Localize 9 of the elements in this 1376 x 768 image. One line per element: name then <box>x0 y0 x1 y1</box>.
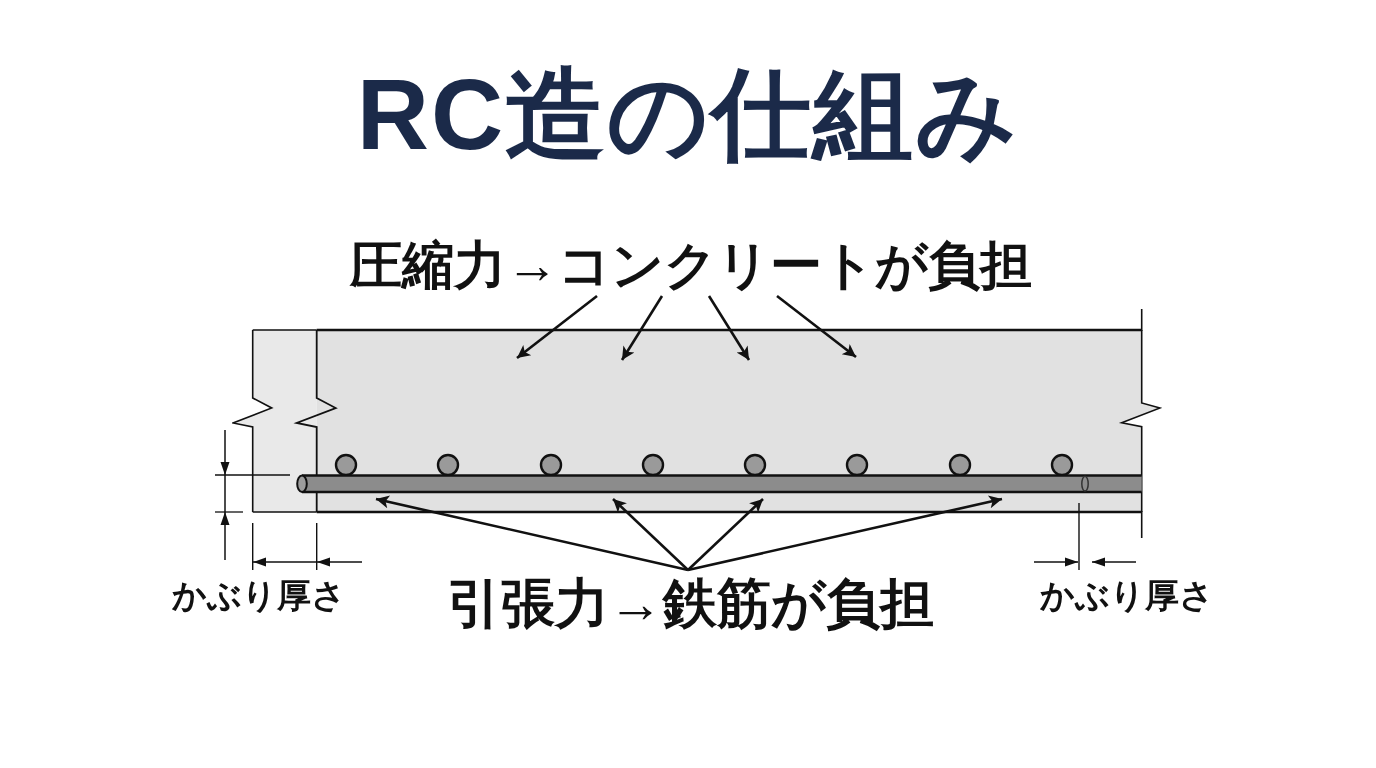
dimension-label: かぶり厚さ <box>1039 575 1215 616</box>
arrow <box>612 498 689 571</box>
dimension-label: かぶり厚さ <box>171 575 347 616</box>
annotation-text: 引張力→鉄筋が負担 <box>436 570 944 636</box>
title: RC造の仕組み <box>356 64 1020 164</box>
arrow <box>375 495 689 572</box>
annotation-text: 圧縮力→コンクリートが負担 <box>336 234 1046 296</box>
arrow <box>687 498 764 571</box>
arrow <box>687 495 1003 572</box>
